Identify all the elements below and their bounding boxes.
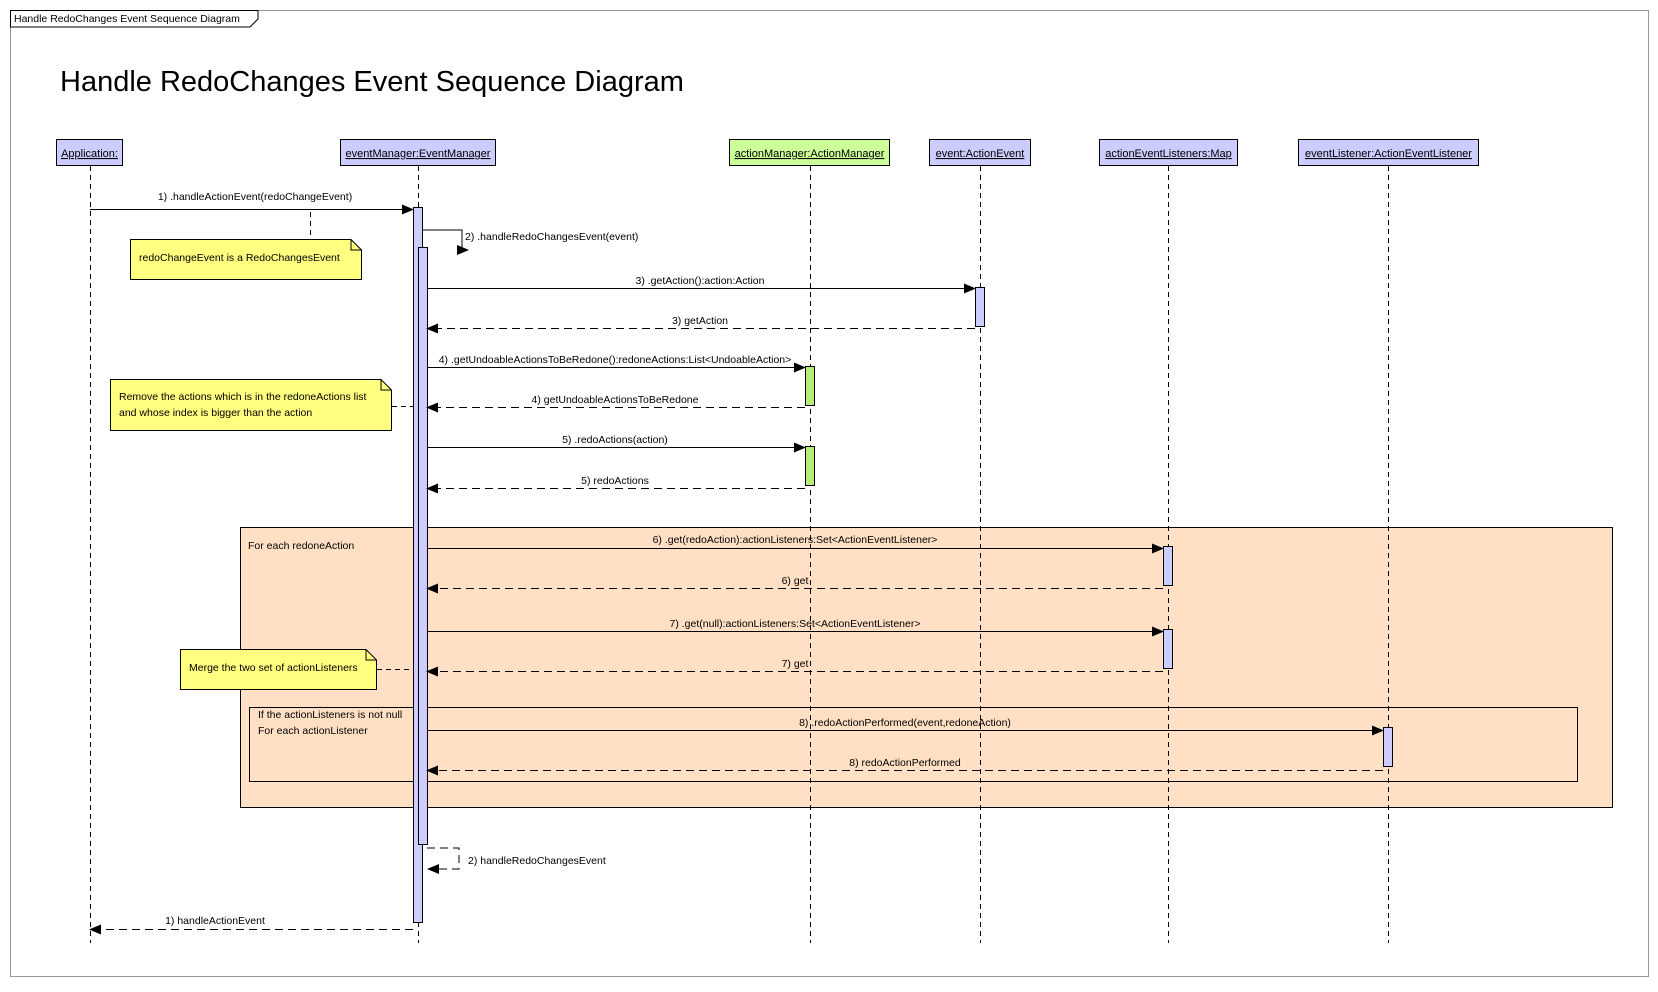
- note-remove-actions: Remove the actions which is in the redon…: [110, 379, 413, 431]
- fragment-label: For each redoneAction: [248, 540, 354, 552]
- message-label: 7) get: [782, 658, 809, 670]
- message-arrow: [422, 229, 469, 255]
- message-1: 1) .handleActionEvent(redoChangeEvent): [90, 191, 414, 215]
- message-label: 3) .getAction():action:Action: [636, 275, 765, 287]
- lifeline-header-action-manager[interactable]: actionManager:ActionManager: [729, 139, 890, 166]
- message-label: 5) .redoActions(action): [562, 434, 668, 446]
- message-label: 1) handleActionEvent: [165, 915, 265, 927]
- message-label: 2) .handleRedoChangesEvent(event): [465, 231, 638, 243]
- activation-action-manager: [805, 446, 815, 486]
- message-arrow: [427, 847, 460, 874]
- note-merge-listeners: Merge the two set of actionListeners: [180, 649, 413, 690]
- lifeline-label: actionManager:ActionManager: [735, 148, 885, 160]
- lifeline-label: Application:: [61, 148, 118, 160]
- message-label: 8) redoActionPerformed: [849, 757, 961, 769]
- fragment-box: [249, 707, 1578, 782]
- fragment-label: For each actionListener: [258, 725, 368, 737]
- frame-tab-label: Handle RedoChanges Event Sequence Diagra…: [14, 13, 240, 25]
- note-redo-change-event: redoChangeEvent is a RedoChangesEvent: [130, 212, 362, 280]
- lifeline-header-application[interactable]: Application:: [56, 139, 123, 166]
- message-label: 6) .get(redoAction):actionListeners:Set<…: [653, 534, 938, 546]
- message-6: 4) getUndoableActionsToBeRedone: [426, 394, 805, 413]
- note-text: Remove the actions which is in the redon…: [119, 391, 367, 403]
- message-7: 5) .redoActions(action): [427, 434, 806, 453]
- activation-listeners-map: [1163, 546, 1173, 586]
- lifeline-header-event-manager[interactable]: eventManager:EventManager: [340, 139, 496, 166]
- message-label: 3) getAction: [672, 315, 728, 327]
- message-label: 6) get: [782, 575, 809, 587]
- fragment-label: If the actionListeners is not null: [258, 709, 402, 721]
- diagram-frame: [10, 10, 1649, 977]
- message-3: 3) .getAction():action:Action: [427, 275, 976, 294]
- message-label: 5) redoActions: [581, 475, 649, 487]
- message-14: 8) redoActionPerformed: [426, 757, 1383, 776]
- message-15: 2) handleRedoChangesEvent: [427, 847, 606, 874]
- lifeline-header-action-event[interactable]: event:ActionEvent: [929, 139, 1031, 166]
- lifeline-label: actionEventListeners:Map: [1105, 148, 1232, 160]
- message-9: 6) .get(redoAction):actionListeners:Set<…: [427, 534, 1164, 554]
- message-10: 6) get: [426, 575, 1163, 594]
- lifeline-header-event-listener[interactable]: eventListener:ActionEventListener: [1298, 139, 1479, 166]
- message-label: 2) handleRedoChangesEvent: [468, 855, 606, 867]
- message-13: 8) .redoActionPerformed(event,redoneActi…: [427, 717, 1384, 736]
- fragment-loop-action-listeners: If the actionListeners is not null For e…: [249, 707, 1578, 782]
- message-2: 2) .handleRedoChangesEvent(event): [422, 229, 638, 255]
- activation-event-manager-nested: [418, 247, 428, 845]
- activation-listeners-map: [1163, 629, 1173, 669]
- lifeline-label: event:ActionEvent: [936, 148, 1025, 160]
- message-label: 8) .redoActionPerformed(event,redoneActi…: [799, 717, 1011, 729]
- message-label: 7) .get(null):actionListeners:Set<Action…: [670, 618, 921, 630]
- message-4: 3) getAction: [426, 315, 975, 334]
- note-text: and whose index is bigger than the actio…: [119, 407, 312, 419]
- lifeline-label: eventManager:EventManager: [346, 148, 491, 160]
- message-label: 4) getUndoableActionsToBeRedone: [532, 394, 699, 406]
- message-11: 7) .get(null):actionListeners:Set<Action…: [427, 618, 1164, 637]
- diagram-title: Handle RedoChanges Event Sequence Diagra…: [60, 66, 684, 98]
- message-5: 4) .getUndoableActionsToBeRedone():redon…: [427, 354, 806, 373]
- note-text: Merge the two set of actionListeners: [189, 662, 358, 674]
- message-8: 5) redoActions: [426, 475, 805, 494]
- activation-action-manager: [805, 366, 815, 406]
- activation-action-event: [975, 287, 985, 327]
- frame-tab: [10, 10, 259, 28]
- messages: 1) .handleActionEvent(redoChangeEvent) 2)…: [89, 191, 1384, 935]
- note-text: redoChangeEvent is a RedoChangesEvent: [139, 252, 340, 264]
- message-12: 7) get: [426, 658, 1163, 677]
- lifeline-label: eventListener:ActionEventListener: [1305, 148, 1472, 160]
- activation-event-listener: [1383, 727, 1393, 767]
- message-label: 1) .handleActionEvent(redoChangeEvent): [158, 191, 352, 203]
- lifeline-header-listeners-map[interactable]: actionEventListeners:Map: [1099, 139, 1238, 166]
- message-16: 1) handleActionEvent: [89, 915, 413, 935]
- message-label: 4) .getUndoableActionsToBeRedone():redon…: [439, 354, 792, 366]
